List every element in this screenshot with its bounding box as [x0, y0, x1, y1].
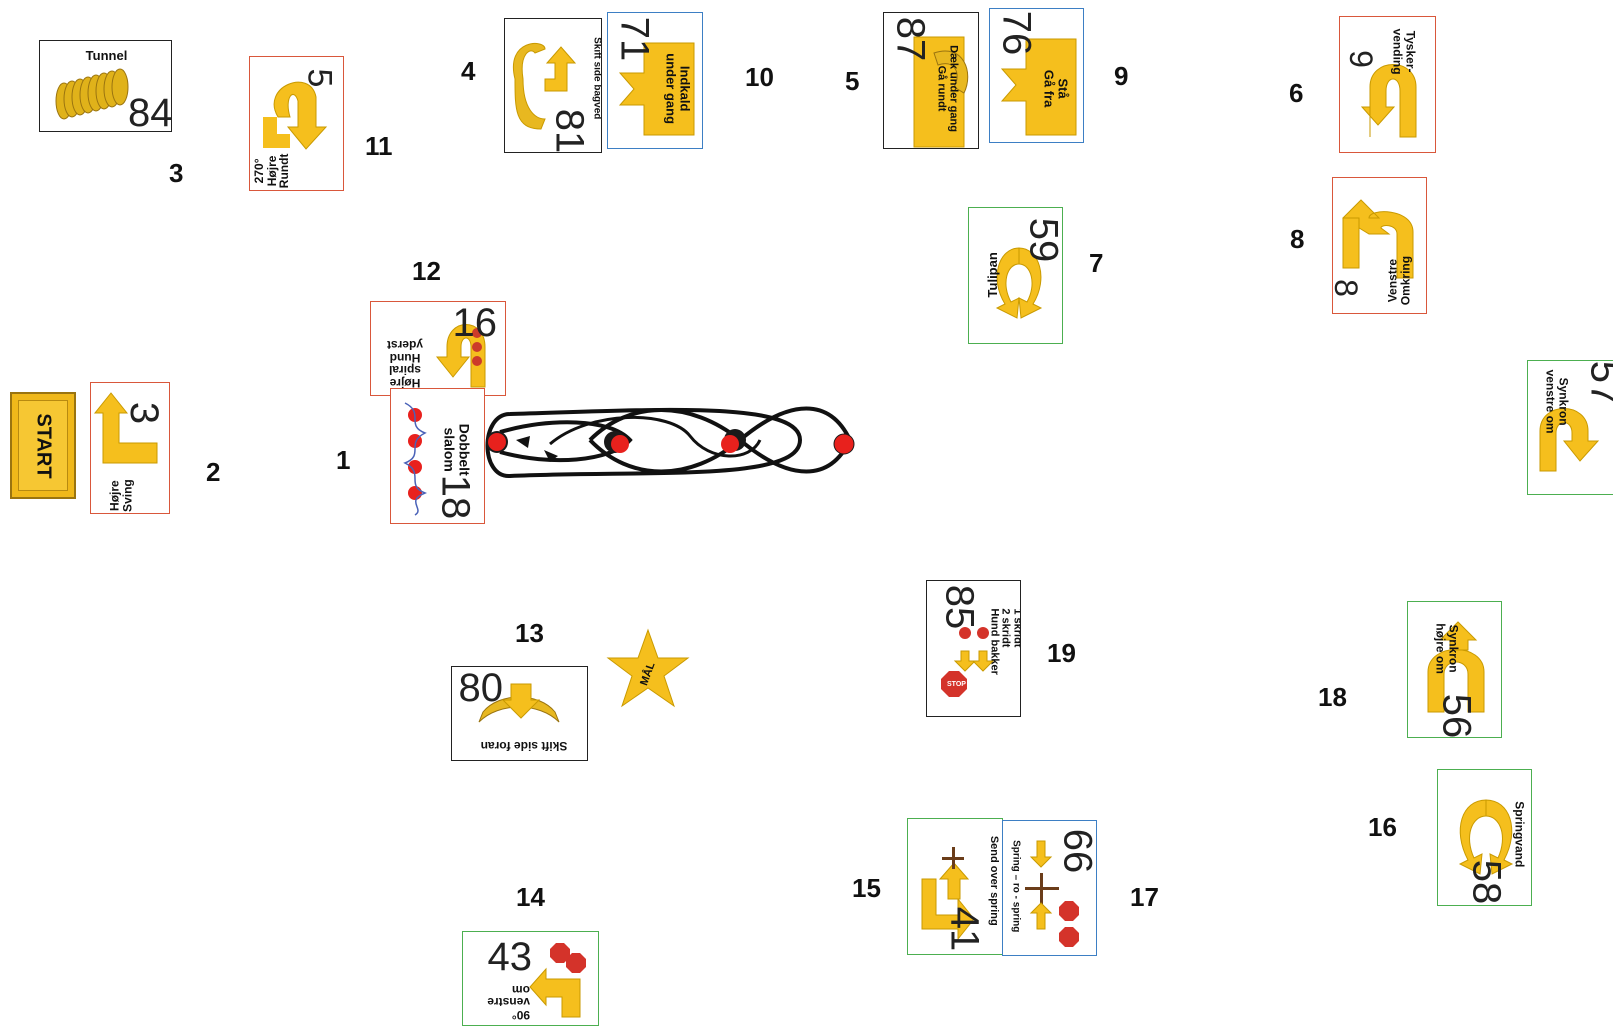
sign-hund-bakker: STOP 85 1 skridt 2 skridt Hund bakker	[926, 580, 1021, 717]
position-number: 14	[516, 884, 545, 910]
sign-number: 84	[128, 93, 172, 132]
sign-number: 58	[1466, 860, 1506, 905]
sign-sta-ga-fra: 76 Stå Gå fra	[989, 8, 1084, 143]
sign-number: 81	[549, 109, 589, 153]
position-number: 17	[1130, 884, 1159, 910]
sign-text: Dobbelt slalom	[442, 410, 471, 490]
sign-indkald-under-gang: 71 Indkald under gang	[607, 12, 703, 149]
sign-tulipan: 59 Tulipan	[968, 207, 1063, 344]
position-number: 6	[1289, 80, 1303, 106]
sign-number: 16	[453, 303, 498, 343]
sign-270-hojre-rundt: 5 270° Højre Rundt	[249, 56, 344, 191]
slalom-course-diagram	[470, 400, 890, 490]
position-number: 8	[1290, 226, 1304, 252]
sign-text: Venstre Omkring	[1386, 241, 1411, 314]
position-number: 12	[412, 258, 441, 284]
sign-number: 66	[1057, 829, 1097, 874]
sign-text: Dæk under gang Gå rundt	[935, 34, 958, 144]
sign-text: Send over spring	[987, 826, 999, 936]
sign-text: Højre spiral Hund yderst	[375, 339, 435, 389]
sign-text: Tysker- vending	[1391, 16, 1416, 92]
sign-number: 8	[1332, 279, 1362, 297]
sign-text: Tulipan	[986, 235, 1000, 315]
sign-number: 80	[459, 668, 504, 708]
start-label: START	[32, 413, 55, 478]
sign-number: 43	[488, 937, 533, 977]
sign-hojre-spiral: 16 Højre spiral Hund yderst	[370, 301, 506, 396]
position-number: 15	[852, 875, 881, 901]
start-sign: START	[10, 392, 76, 499]
sign-hojre-sving: 3 Højre Sving	[90, 382, 170, 514]
position-number: 4	[461, 58, 475, 84]
position-number: 13	[515, 620, 544, 646]
sign-springvand: 58 Springvand	[1437, 769, 1532, 906]
sign-number: 9	[1345, 50, 1377, 68]
sign-spring-ro-spring: 66 Spring – ro - spring	[1002, 820, 1097, 956]
position-number: 1	[336, 447, 350, 473]
sign-number: 76	[996, 11, 1036, 56]
position-number: 16	[1368, 814, 1397, 840]
sign-synkron-hojre-om: 56 Synkron højre om	[1407, 601, 1502, 738]
position-number: 5	[845, 68, 859, 94]
sign-number: 3	[124, 402, 164, 424]
position-number: 11	[365, 133, 393, 159]
position-number: 9	[1114, 63, 1128, 89]
sign-number: 41	[944, 907, 984, 952]
sign-number: 56	[1436, 694, 1476, 738]
position-number: 2	[206, 459, 220, 485]
sign-tunnel: Tunnel 84	[39, 40, 172, 132]
sign-send-over-spring: 41 Send over spring	[907, 818, 1003, 955]
position-number: 19	[1047, 640, 1076, 666]
sign-number: 71	[614, 17, 654, 62]
sign-skift-side-bagved: 81 Skift side bagved	[504, 18, 602, 153]
sign-text: Spring – ro - spring	[1010, 826, 1021, 946]
position-number: 7	[1089, 250, 1103, 276]
position-number: 3	[169, 160, 183, 186]
sign-text: Stå Gå fra	[1042, 49, 1069, 129]
sign-number: 85	[939, 585, 979, 630]
sign-text: Synkron højre om	[1434, 604, 1459, 694]
sign-text: 90° venstre om	[470, 983, 530, 1021]
sign-90-venstre-om: 43 90° venstre om	[462, 931, 599, 1026]
sign-text: Springvand	[1513, 789, 1526, 879]
sign-text: Synkron venstre om	[1544, 360, 1569, 447]
sign-number: 5	[302, 69, 336, 88]
german-turn-icon	[1340, 17, 1436, 153]
sign-skift-side-foran: 80 Skift side foran	[451, 666, 588, 761]
sign-daek-under-gang: 87 Dæk under gang Gå rundt	[883, 12, 979, 149]
position-number: 10	[745, 64, 774, 90]
sign-text: Højre Sving	[108, 456, 133, 514]
position-number: 18	[1318, 684, 1347, 710]
sign-number: 87	[890, 17, 930, 62]
stop-text: STOP	[947, 681, 966, 688]
sign-text: Indkald under gang	[664, 41, 691, 137]
sign-synkron-venstre-om: 57 Synkron venstre om	[1527, 360, 1613, 495]
sign-venstre-omkring: 8 Venstre Omkring	[1332, 177, 1427, 314]
sign-number: 59	[1023, 218, 1063, 263]
sign-text: 270° Højre Rundt	[253, 131, 291, 191]
sign-tysker-vending: 9 Tysker- vending	[1339, 16, 1436, 153]
sign-text: Skift side foran	[469, 739, 579, 752]
sign-number: 57	[1584, 361, 1613, 406]
sign-text: 1 skridt 2 skridt Hund bakker	[988, 608, 1021, 688]
sign-text: Skift side bagved	[591, 23, 602, 133]
